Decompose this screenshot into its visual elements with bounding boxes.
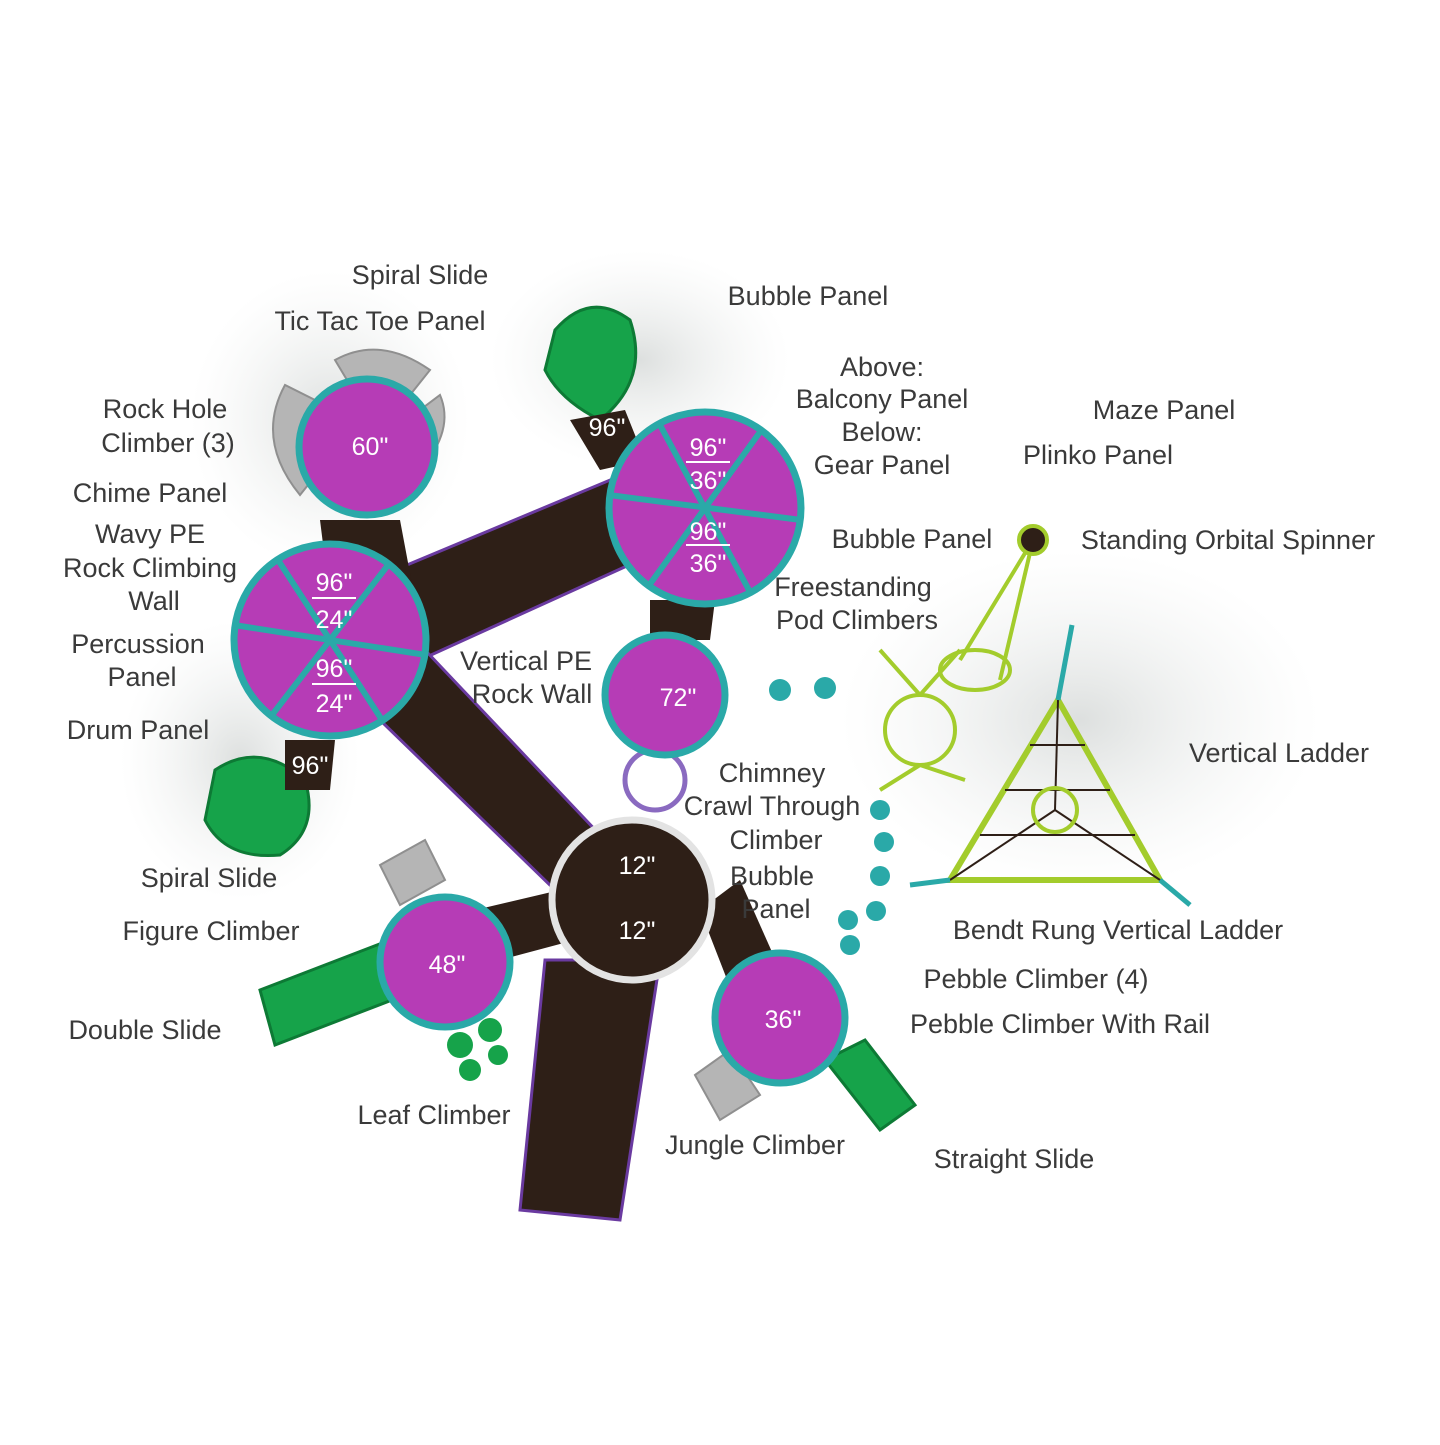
roof-left — [230, 540, 430, 740]
dim-roof-60: 60" — [352, 433, 389, 461]
dim-roof-l-d: 24" — [316, 690, 353, 718]
label-freestanding-2: Pod Climbers — [776, 605, 938, 635]
label-double-slide: Double Slide — [68, 1015, 221, 1045]
pebble-climbers — [838, 800, 894, 955]
dimension-rules — [312, 461, 730, 685]
jungle-climber — [693, 1048, 762, 1122]
dim-slide-96-left: 96" — [292, 752, 329, 780]
roof-36 — [711, 949, 849, 1087]
label-bendt-rung: Bendt Rung Vertical Ladder — [953, 915, 1283, 945]
label-bubble-low-1: Bubble — [730, 861, 814, 891]
label-climber: Climber — [729, 825, 822, 855]
label-wavy-2: Rock Climbing — [63, 553, 237, 583]
label-chimney: Chimney — [719, 758, 826, 788]
spiral-slide-left — [203, 740, 335, 858]
label-pebble-with-rail: Pebble Climber With Rail — [910, 1009, 1210, 1039]
label-bubble-panel-top: Bubble Panel — [728, 281, 889, 311]
label-straight-slide: Straight Slide — [934, 1144, 1095, 1174]
dim-roof-l-b: 24" — [316, 606, 353, 634]
label-spiral-slide-left: Spiral Slide — [141, 863, 278, 893]
label-pebble-climber: Pebble Climber (4) — [923, 964, 1148, 994]
freestanding-pod-climber — [878, 648, 966, 792]
label-rock-hole-2: Climber (3) — [101, 428, 235, 458]
figure-climber — [378, 838, 447, 907]
dim-roof-72: 72" — [660, 684, 697, 712]
label-leaf-climber: Leaf Climber — [357, 1100, 510, 1130]
central-deck — [548, 816, 716, 984]
dim-roof-tr-a: 96" — [690, 434, 727, 462]
roof-48 — [376, 893, 514, 1031]
label-wavy-1: Wavy PE — [95, 519, 205, 549]
dim-roof-tr-b: 36" — [690, 467, 727, 495]
roof-60 — [295, 375, 439, 519]
dim-deck-12-b: 12" — [619, 917, 656, 945]
label-gear-panel: Gear Panel — [814, 450, 951, 480]
label-maze-panel: Maze Panel — [1093, 395, 1236, 425]
dim-roof-48: 48" — [429, 951, 466, 979]
dim-roof-l-a: 96" — [316, 569, 353, 597]
label-balcony-panel: Balcony Panel — [796, 384, 969, 414]
leaf-climber — [447, 1018, 508, 1081]
dim-roof-36: 36" — [765, 1006, 802, 1034]
label-vertical-pe-1: Vertical PE — [460, 646, 592, 676]
label-below: Below: — [841, 417, 922, 447]
label-jungle-climber: Jungle Climber — [665, 1130, 845, 1160]
label-crawl-through: Crawl Through — [684, 791, 861, 821]
label-spiral-slide-top: Spiral Slide — [352, 260, 489, 290]
roof-top-right — [605, 408, 805, 608]
label-freestanding-1: Freestanding — [774, 572, 932, 602]
orbital-spinner-top — [1017, 524, 1049, 556]
label-plinko-panel: Plinko Panel — [1023, 440, 1173, 470]
pod-climbers — [769, 677, 836, 701]
dim-roof-tr-c: 96" — [690, 518, 727, 546]
label-vertical-pe-2: Rock Wall — [472, 679, 593, 709]
label-bubble-panel-mid: Bubble Panel — [832, 524, 993, 554]
chimney-crawl-through — [622, 747, 688, 813]
label-rock-hole-1: Rock Hole — [103, 394, 228, 424]
label-chime-panel: Chime Panel — [73, 478, 228, 508]
label-vertical-ladder: Vertical Ladder — [1189, 738, 1369, 768]
label-percussion-2: Panel — [107, 662, 176, 692]
dim-slide-96-top: 96" — [589, 414, 626, 442]
dim-roof-tr-d: 36" — [690, 550, 727, 578]
dim-roof-l-c: 96" — [316, 655, 353, 683]
ground-shadow — [840, 550, 1320, 890]
label-above: Above: — [840, 352, 924, 382]
straight-slide — [822, 1038, 918, 1133]
roof-72 — [601, 631, 729, 759]
label-standing-orbital-spinner: Standing Orbital Spinner — [1081, 525, 1375, 555]
label-figure-climber: Figure Climber — [122, 916, 299, 946]
dim-deck-12-a: 12" — [619, 852, 656, 880]
vertical-ladder-net — [909, 624, 1192, 907]
label-bubble-low-2: Panel — [741, 894, 810, 924]
label-tic-tac-toe-panel: Tic Tac Toe Panel — [274, 306, 485, 336]
label-percussion-1: Percussion — [71, 629, 205, 659]
label-wavy-3: Wall — [128, 586, 180, 616]
label-drum-panel: Drum Panel — [67, 715, 210, 745]
